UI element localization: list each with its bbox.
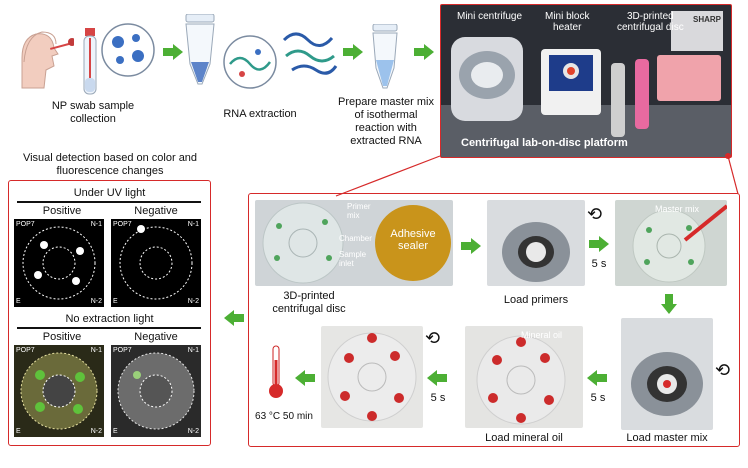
noext-negative-image: POP7 N-1 E N-2: [111, 345, 201, 437]
spin-time-1: 5 s: [591, 258, 607, 270]
disc-caption: 3D-printed centrifugal disc: [272, 290, 346, 315]
load-primers-label: Load primers: [503, 294, 569, 306]
arrow-left-icon: [587, 370, 607, 386]
step-master-mix-label: Prepare master mix of isothermal reactio…: [338, 96, 434, 147]
platform-caption: Centrifugal lab-on-disc platform: [461, 137, 628, 149]
thermometer-icon: [267, 344, 285, 400]
arrow-right-icon: [343, 44, 363, 60]
incubation-label: 63 °C 50 min: [255, 411, 313, 422]
visual-detection-title: Visual detection based on color and fluo…: [22, 152, 198, 177]
arrow-right-icon: [461, 238, 481, 254]
arrow-right-icon: [414, 44, 434, 60]
arrow-down-icon: [661, 294, 677, 314]
arrow-left-icon: [427, 370, 447, 386]
negative-label: Negative: [134, 205, 178, 217]
sharp-label: SHARP: [693, 15, 722, 24]
load-master-mix-label: Load master mix: [626, 432, 708, 444]
arrow-right-icon: [589, 236, 609, 252]
load-primers-photo: [487, 200, 585, 286]
mineral-oil-photo: Mineral oil: [465, 326, 583, 428]
arrow-right-icon: [163, 44, 183, 60]
rna-strands-icon: [282, 26, 338, 76]
platform-photo: Mini centrifuge Mini block heater 3D-pri…: [440, 4, 732, 158]
arrow-left-icon: [224, 310, 244, 326]
positive-label: Positive: [42, 205, 82, 217]
disc-photo: Primer mix Chamber Sample inlet Adhesive…: [255, 200, 453, 286]
virus-magnified-icon: [100, 22, 156, 78]
noext-positive-image: POP7 N-1 E N-2: [14, 345, 104, 437]
positive-label-2: Positive: [42, 331, 82, 343]
step-extraction-label: RNA extraction: [223, 108, 297, 120]
master-mix-tube-illustration: [370, 23, 400, 90]
noext-header: No extraction light: [65, 313, 154, 325]
spin-icon: ⟲: [425, 328, 441, 348]
spin-time-3: 5 s: [430, 392, 446, 404]
swab-tube-illustration: [80, 28, 100, 98]
master-mix-photo: Master mix: [615, 200, 727, 286]
load-mineral-oil-label: Load mineral oil: [485, 432, 563, 444]
uv-positive-image: POP7 N-1 E N-2: [14, 219, 104, 307]
result-panel: Under UV light Positive Negative POP7 N-…: [8, 180, 211, 446]
arrow-left-icon: [295, 370, 315, 386]
spin-icon: ⟲: [587, 204, 603, 224]
negative-label-2: Negative: [134, 331, 178, 343]
mini-centrifuge-label: Mini centrifuge: [457, 11, 523, 22]
extraction-tube-illustration: [180, 13, 220, 86]
incubated-disc-photo: [321, 326, 423, 428]
load-master-mix-photo: [621, 318, 713, 430]
uv-negative-image: POP7 N-1 E N-2: [111, 219, 201, 307]
workflow-panel: Primer mix Chamber Sample inlet Adhesive…: [248, 193, 740, 447]
spin-time-2: 5 s: [590, 392, 606, 404]
spin-icon: ⟲: [715, 360, 731, 380]
mini-block-heater-label: Mini block heater: [545, 11, 590, 33]
disc-label: 3D-printed centrifugal disc: [617, 11, 684, 33]
rna-magnified-icon: [222, 34, 278, 90]
uv-header: Under UV light: [73, 187, 146, 199]
step-swab-label: NP swab sample collection: [51, 100, 135, 125]
